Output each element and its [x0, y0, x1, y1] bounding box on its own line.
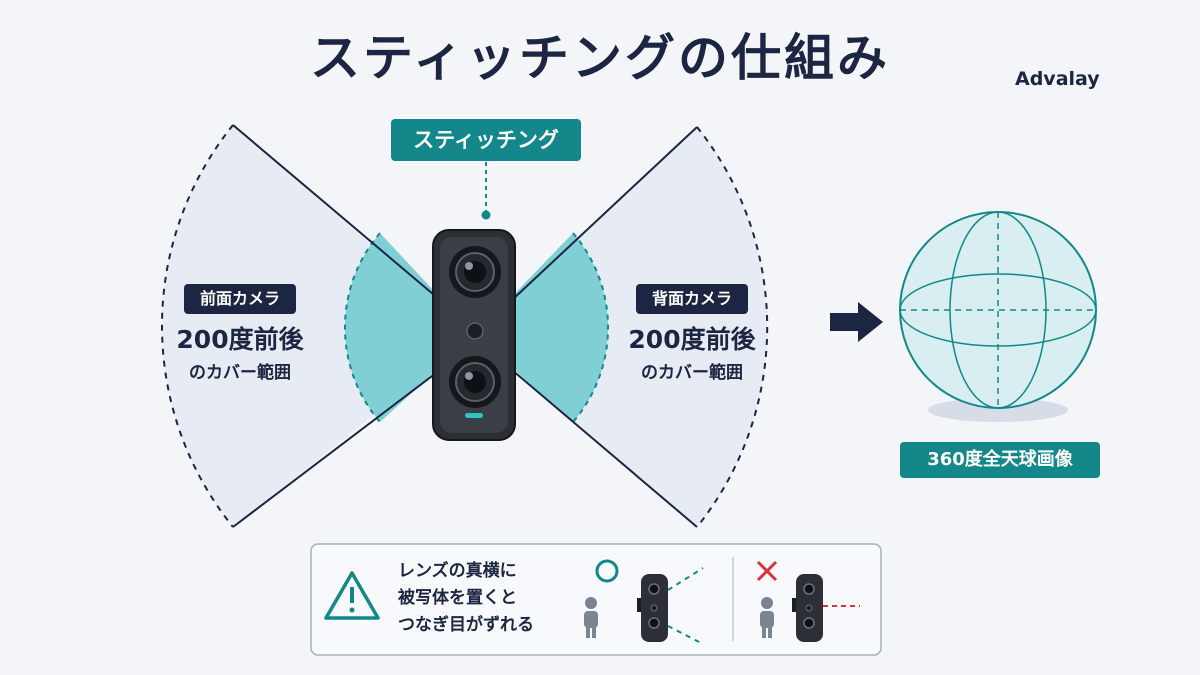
wrong-mark-icon: [756, 560, 778, 582]
brand-logo: Advalay: [1015, 68, 1100, 90]
good-view-line-bottom: [667, 625, 704, 645]
front-coverage-caption: のカバー範囲: [189, 363, 291, 383]
back-coverage-caption: のカバー範囲: [641, 363, 743, 383]
person-icon: [584, 597, 598, 638]
warning-text: レンズの真横に 被写体を置くと つなぎ目がずれる: [398, 558, 578, 639]
arrow-right-icon: [830, 302, 883, 342]
warning-line-1: レンズの真横に: [398, 561, 517, 581]
back-camera-label: 背面カメラ: [636, 284, 748, 314]
front-fov-edge-top: [232, 124, 441, 301]
left-overlap-zone: [344, 233, 475, 422]
front-fov-edge-bottom: [232, 369, 441, 528]
camera-side-icon: [637, 574, 668, 642]
good-view-line-top: [667, 567, 704, 591]
warning-line-3: つなぎ目がずれる: [398, 615, 534, 635]
stitch-pointer-dot: [481, 210, 491, 220]
front-fov-arc: [160, 124, 234, 528]
right-overlap-zone: [475, 233, 609, 422]
back-fov-edge-top: [511, 126, 698, 301]
back-coverage-angle: 200度前後: [628, 325, 756, 354]
correct-mark-icon: [595, 559, 619, 583]
front-coverage-angle: 200度前後: [176, 325, 304, 354]
front-fov-area: [161, 125, 475, 527]
warning-line-2: 被写体を置くと: [398, 588, 517, 608]
left-overlap-arc: [344, 232, 381, 423]
stitch-label: スティッチング: [391, 119, 581, 161]
back-fov-area: [475, 127, 768, 527]
camera-icon: [432, 229, 516, 441]
camera-side-icon-bad: [792, 574, 823, 642]
back-fov-edge-bottom: [511, 369, 698, 528]
person-icon-bad: [760, 597, 774, 638]
page-title: スティッチングの仕組み: [310, 29, 890, 87]
front-camera-label: 前面カメラ: [184, 284, 296, 314]
sphere-icon: [899, 211, 1097, 422]
back-fov-arc: [696, 126, 769, 528]
warning-box: [310, 543, 882, 656]
warning-icon: [324, 571, 380, 620]
result-label: 360度全天球画像: [900, 442, 1100, 478]
right-overlap-arc: [572, 232, 609, 423]
